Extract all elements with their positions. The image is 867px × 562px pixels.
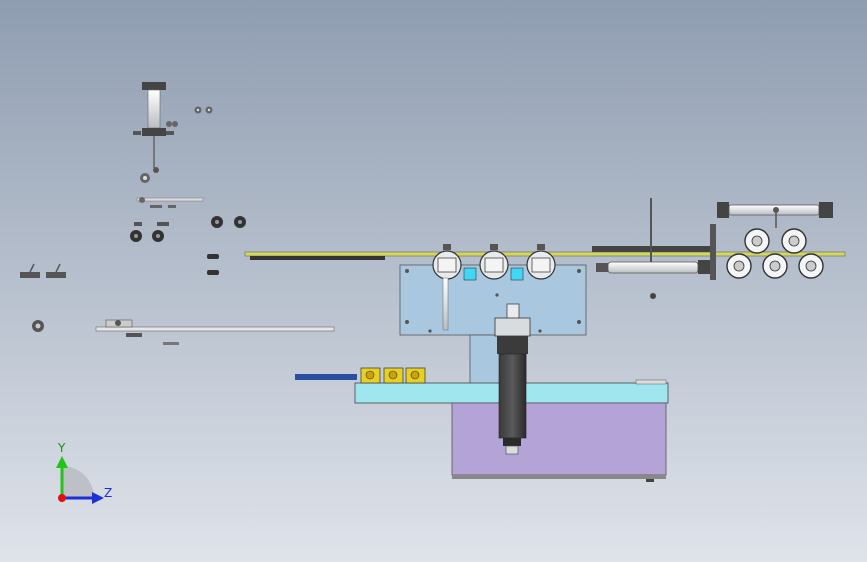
exploded-vertical-cylinder xyxy=(133,82,213,173)
z-axis-label: Z xyxy=(104,486,113,500)
feed-roller-2 xyxy=(479,244,509,280)
y-axis-arrowhead xyxy=(56,456,68,468)
exploded-brackets xyxy=(20,263,66,332)
feed-roller-3 xyxy=(526,244,556,280)
z-axis-arrowhead xyxy=(92,492,104,504)
base-cabinet xyxy=(451,402,667,482)
axis-triad xyxy=(56,456,104,504)
exploded-long-rail xyxy=(95,319,335,345)
vertical-rod xyxy=(442,277,449,331)
triad-origin xyxy=(58,494,66,502)
triad-plane-arc xyxy=(62,466,94,498)
servo-motor xyxy=(494,303,531,455)
straightener-rollers xyxy=(726,228,824,279)
y-axis-label: Y xyxy=(58,441,66,455)
straightener-unit xyxy=(596,198,716,299)
control-panel xyxy=(295,367,426,384)
top-cylinder xyxy=(717,202,833,228)
exploded-small-parts xyxy=(130,173,246,275)
